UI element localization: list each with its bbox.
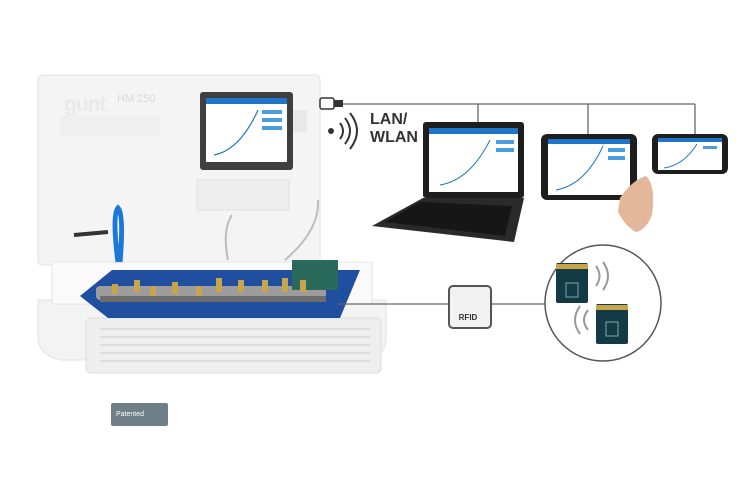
patented-label: Patented (116, 411, 145, 418)
smartphone (652, 134, 728, 174)
rfid-label: RFID (458, 313, 478, 322)
connectivity-label: LAN/ WLAN (370, 111, 418, 147)
hoses (73, 199, 320, 263)
pipe-fittings (112, 278, 306, 296)
trainer-base (37, 260, 387, 374)
tablet (541, 134, 654, 232)
rfid-cards-circle (544, 244, 662, 362)
model-label: HM 250 (117, 93, 156, 105)
connectivity-label-line1: LAN/ (370, 111, 408, 128)
connection-lines (338, 103, 696, 305)
brand-logo: gunt (64, 93, 106, 116)
usb-plug-icon (319, 97, 343, 110)
wireless-signal-icon (328, 112, 358, 150)
rfid-badge (448, 285, 492, 329)
patented-badge (111, 403, 168, 426)
connectivity-label-line2: WLAN (370, 129, 418, 146)
laptop (372, 122, 524, 242)
trainer-display (200, 92, 293, 170)
